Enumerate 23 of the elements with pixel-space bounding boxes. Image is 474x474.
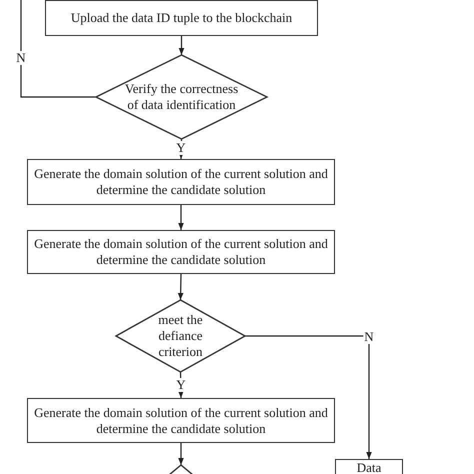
decision-label: meet the defiance criterion <box>157 312 204 360</box>
process-box <box>45 0 318 36</box>
connector-line <box>20 0 96 98</box>
arrow <box>178 443 184 465</box>
arrow <box>178 205 184 230</box>
process-box <box>27 159 335 205</box>
arrow <box>178 274 184 300</box>
edge-label: N <box>15 51 27 65</box>
arrow <box>245 335 372 459</box>
process-label: Data <box>356 460 382 474</box>
process-label: Upload the data ID tuple to the blockchain <box>70 10 292 26</box>
process-box <box>27 230 335 274</box>
process-label: Generate the domain solution of the current solution and determine the candidate solution <box>34 236 328 268</box>
decision-diamond <box>116 300 245 372</box>
process-label: Generate the domain solution of the current solution and determine the candidate solution <box>34 166 328 198</box>
process-box <box>27 398 335 443</box>
decision-label: Verify the correctness of data identification <box>124 81 240 113</box>
edge-label: Y <box>175 141 187 155</box>
arrow <box>178 36 184 55</box>
process-label: Generate the domain solution of the current solution and determine the candidate solution <box>34 404 328 436</box>
edge-label: N <box>363 330 375 344</box>
edge-label: Y <box>175 378 187 392</box>
decision-diamond <box>96 55 267 139</box>
